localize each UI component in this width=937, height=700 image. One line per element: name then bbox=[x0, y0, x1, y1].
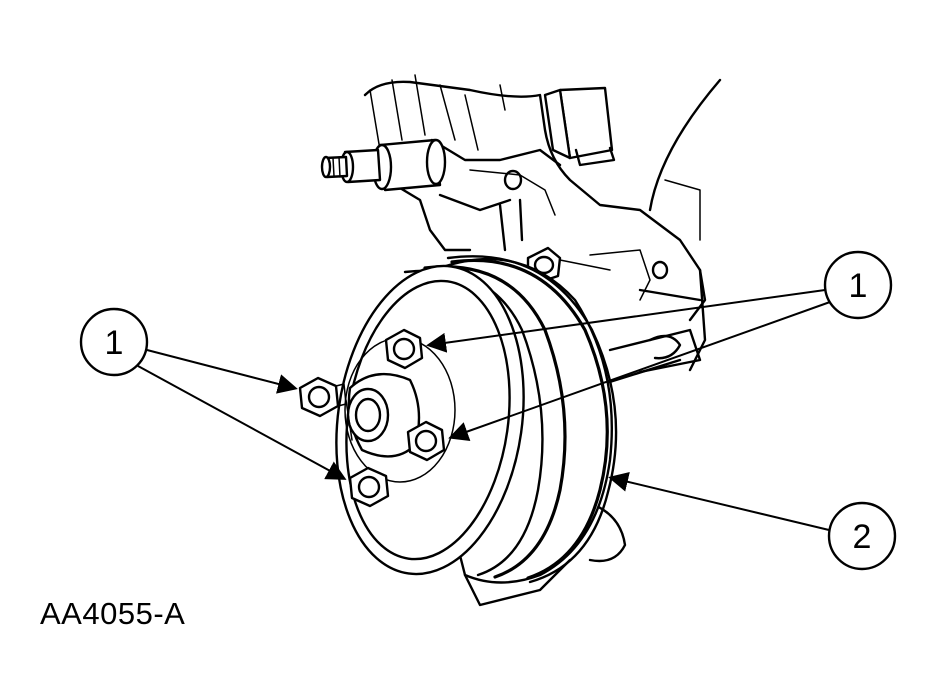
pulley-bolt-right bbox=[406, 420, 446, 462]
leader-2-to-pulley bbox=[608, 472, 830, 531]
pulley-bolt-left bbox=[298, 376, 347, 418]
leader-right-to-bolt-upper bbox=[426, 289, 826, 353]
callout-2-label: 2 bbox=[853, 518, 872, 556]
leader-right-to-bolt-right bbox=[448, 301, 831, 442]
callout-1-left: 1 bbox=[79, 307, 149, 377]
callout-1-left-label: 1 bbox=[105, 324, 124, 362]
pulley bbox=[335, 255, 618, 584]
figure-id: AA4055-A bbox=[40, 596, 186, 631]
leader-left-to-bolt-left bbox=[146, 349, 298, 394]
sensor-connector bbox=[543, 86, 616, 167]
leader-lines bbox=[137, 289, 831, 531]
threaded-stud bbox=[320, 138, 447, 192]
callout-1-right: 1 bbox=[823, 250, 893, 320]
callout-1-right-label: 1 bbox=[849, 267, 868, 305]
leader-left-to-bolt-lower bbox=[137, 365, 347, 480]
engine-block bbox=[363, 74, 722, 607]
callout-2: 2 bbox=[827, 501, 897, 571]
pulley-bolt-upper bbox=[384, 328, 424, 370]
pulley-bolt-lower bbox=[348, 466, 390, 508]
